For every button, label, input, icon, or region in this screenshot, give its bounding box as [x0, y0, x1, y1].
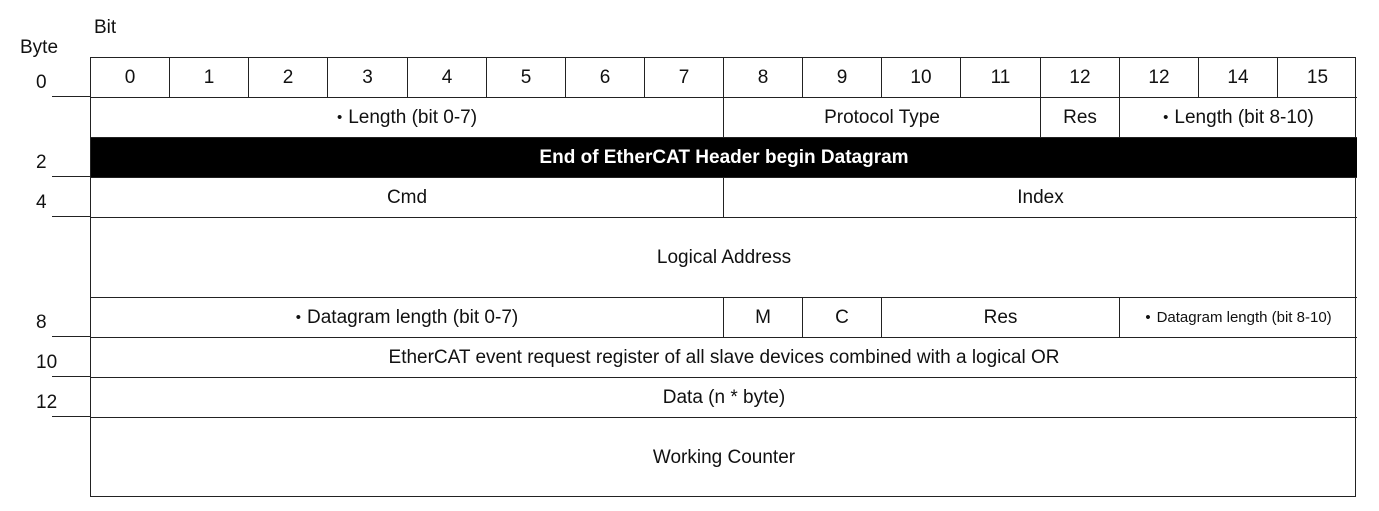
bit-header-cell: 3	[328, 58, 408, 98]
bit-header-label: 8	[757, 66, 769, 88]
byte-offset-label: 2	[36, 152, 47, 173]
field-label: Length (bit 8-10)	[1174, 106, 1314, 128]
field-cell: End of EtherCAT Header begin Datagram	[91, 138, 1357, 178]
bullet-icon: •	[1163, 109, 1169, 126]
bit-header-label: 11	[990, 66, 1011, 88]
byte-offset-label: 4	[36, 192, 47, 213]
byte-offset-line	[52, 376, 90, 377]
byte-offset-line	[52, 416, 90, 417]
field-label: C	[835, 306, 849, 328]
bit-header-cell: 1	[170, 58, 249, 98]
field-cell: Res	[1041, 98, 1120, 138]
byte-offset-tick: 10	[36, 353, 90, 377]
field-cell: • Datagram length (bit 0-7)	[91, 298, 724, 338]
byte-offset-tick: 12	[36, 393, 90, 417]
byte-offset-label: 12	[36, 392, 58, 413]
bit-header-cell: 15	[1278, 58, 1357, 98]
bit-header-label: 2	[282, 66, 294, 88]
bullet-icon: •	[336, 109, 343, 126]
field-label: M	[755, 306, 771, 328]
bit-header-label: 4	[441, 66, 453, 88]
field-label: Datagram length (bit 8-10)	[1156, 309, 1332, 326]
byte-offset-line	[52, 336, 90, 337]
field-label: Logical Address	[656, 246, 792, 268]
bit-header-cell: 5	[487, 58, 566, 98]
bit-header-label: 15	[1306, 66, 1329, 88]
field-label: Datagram length (bit 0-7)	[307, 306, 519, 328]
bit-header-cell: 14	[1199, 58, 1278, 98]
bit-header-cell: 12	[1041, 58, 1120, 98]
field-label: Index	[1017, 186, 1064, 208]
field-label: End of EtherCAT Header begin Datagram	[539, 146, 909, 168]
bit-header-cell: 4	[408, 58, 487, 98]
field-cell: M	[724, 298, 803, 338]
byte-offset-tick: 8	[36, 313, 90, 337]
field-cell: EtherCAT event request register of all s…	[91, 338, 1357, 378]
bit-header-label: 7	[678, 66, 690, 88]
byte-offset-line	[52, 176, 90, 177]
field-cell: • Length (bit 8-10)	[1120, 98, 1357, 138]
bit-header-cell: 11	[961, 58, 1041, 98]
field-cell: Cmd	[91, 178, 724, 218]
field-label: Protocol Type	[824, 106, 940, 128]
field-label: Res	[983, 306, 1018, 328]
bit-axis-title: Bit	[94, 17, 117, 38]
field-label: Cmd	[386, 186, 428, 208]
field-cell: Working Counter	[91, 418, 1357, 498]
byte-offset-label: 10	[36, 352, 58, 373]
field-label: Res	[1063, 106, 1097, 128]
bit-header-label: 5	[520, 66, 532, 88]
bit-header-label: 14	[1227, 66, 1249, 88]
field-cell: C	[803, 298, 882, 338]
field-cell: • Datagram length (bit 8-10)	[1120, 298, 1357, 338]
field-label: EtherCAT event request register of all s…	[388, 346, 1060, 368]
byte-offset-tick: 2	[36, 153, 90, 177]
bit-header-cell: 8	[724, 58, 803, 98]
bullet-icon: •	[295, 309, 302, 326]
field-cell: Res	[882, 298, 1120, 338]
byte-axis-title: Byte	[20, 37, 59, 58]
bit-header-cell: 9	[803, 58, 882, 98]
byte-offset-tick: 0	[36, 73, 90, 97]
field-cell: • Length (bit 0-7)	[91, 98, 724, 138]
bit-header-cell: 10	[882, 58, 961, 98]
field-cell: Index	[724, 178, 1357, 218]
byte-offset-line	[52, 216, 90, 217]
bit-header-cell: 6	[566, 58, 645, 98]
bit-header-label: 9	[836, 66, 848, 88]
bit-header-label: 12	[1069, 66, 1091, 88]
bit-header-label: 6	[599, 66, 611, 88]
byte-offset-label: 0	[36, 72, 47, 93]
field-cell: Protocol Type	[724, 98, 1041, 138]
bit-header-cell: 12	[1120, 58, 1199, 98]
byte-offset-line	[52, 96, 90, 97]
field-cell: Data (n * byte)	[91, 378, 1357, 418]
bit-header-cell: 2	[249, 58, 328, 98]
field-cell: Logical Address	[91, 218, 1357, 298]
byte-offset-tick: 4	[36, 193, 90, 217]
bullet-icon: •	[1145, 309, 1151, 326]
field-label: Length (bit 0-7)	[348, 106, 478, 128]
bit-header-label: 3	[362, 66, 373, 88]
bit-header-label: 12	[1148, 66, 1170, 88]
bit-header-label: 0	[124, 66, 136, 88]
field-label: Data (n * byte)	[662, 386, 786, 408]
bit-header-cell: 7	[645, 58, 724, 98]
byte-offset-label: 8	[36, 312, 47, 333]
bit-header-label: 10	[910, 66, 932, 88]
bit-header-cell: 0	[91, 58, 170, 98]
field-label: Working Counter	[652, 447, 796, 468]
bit-header-label: 1	[203, 66, 215, 88]
